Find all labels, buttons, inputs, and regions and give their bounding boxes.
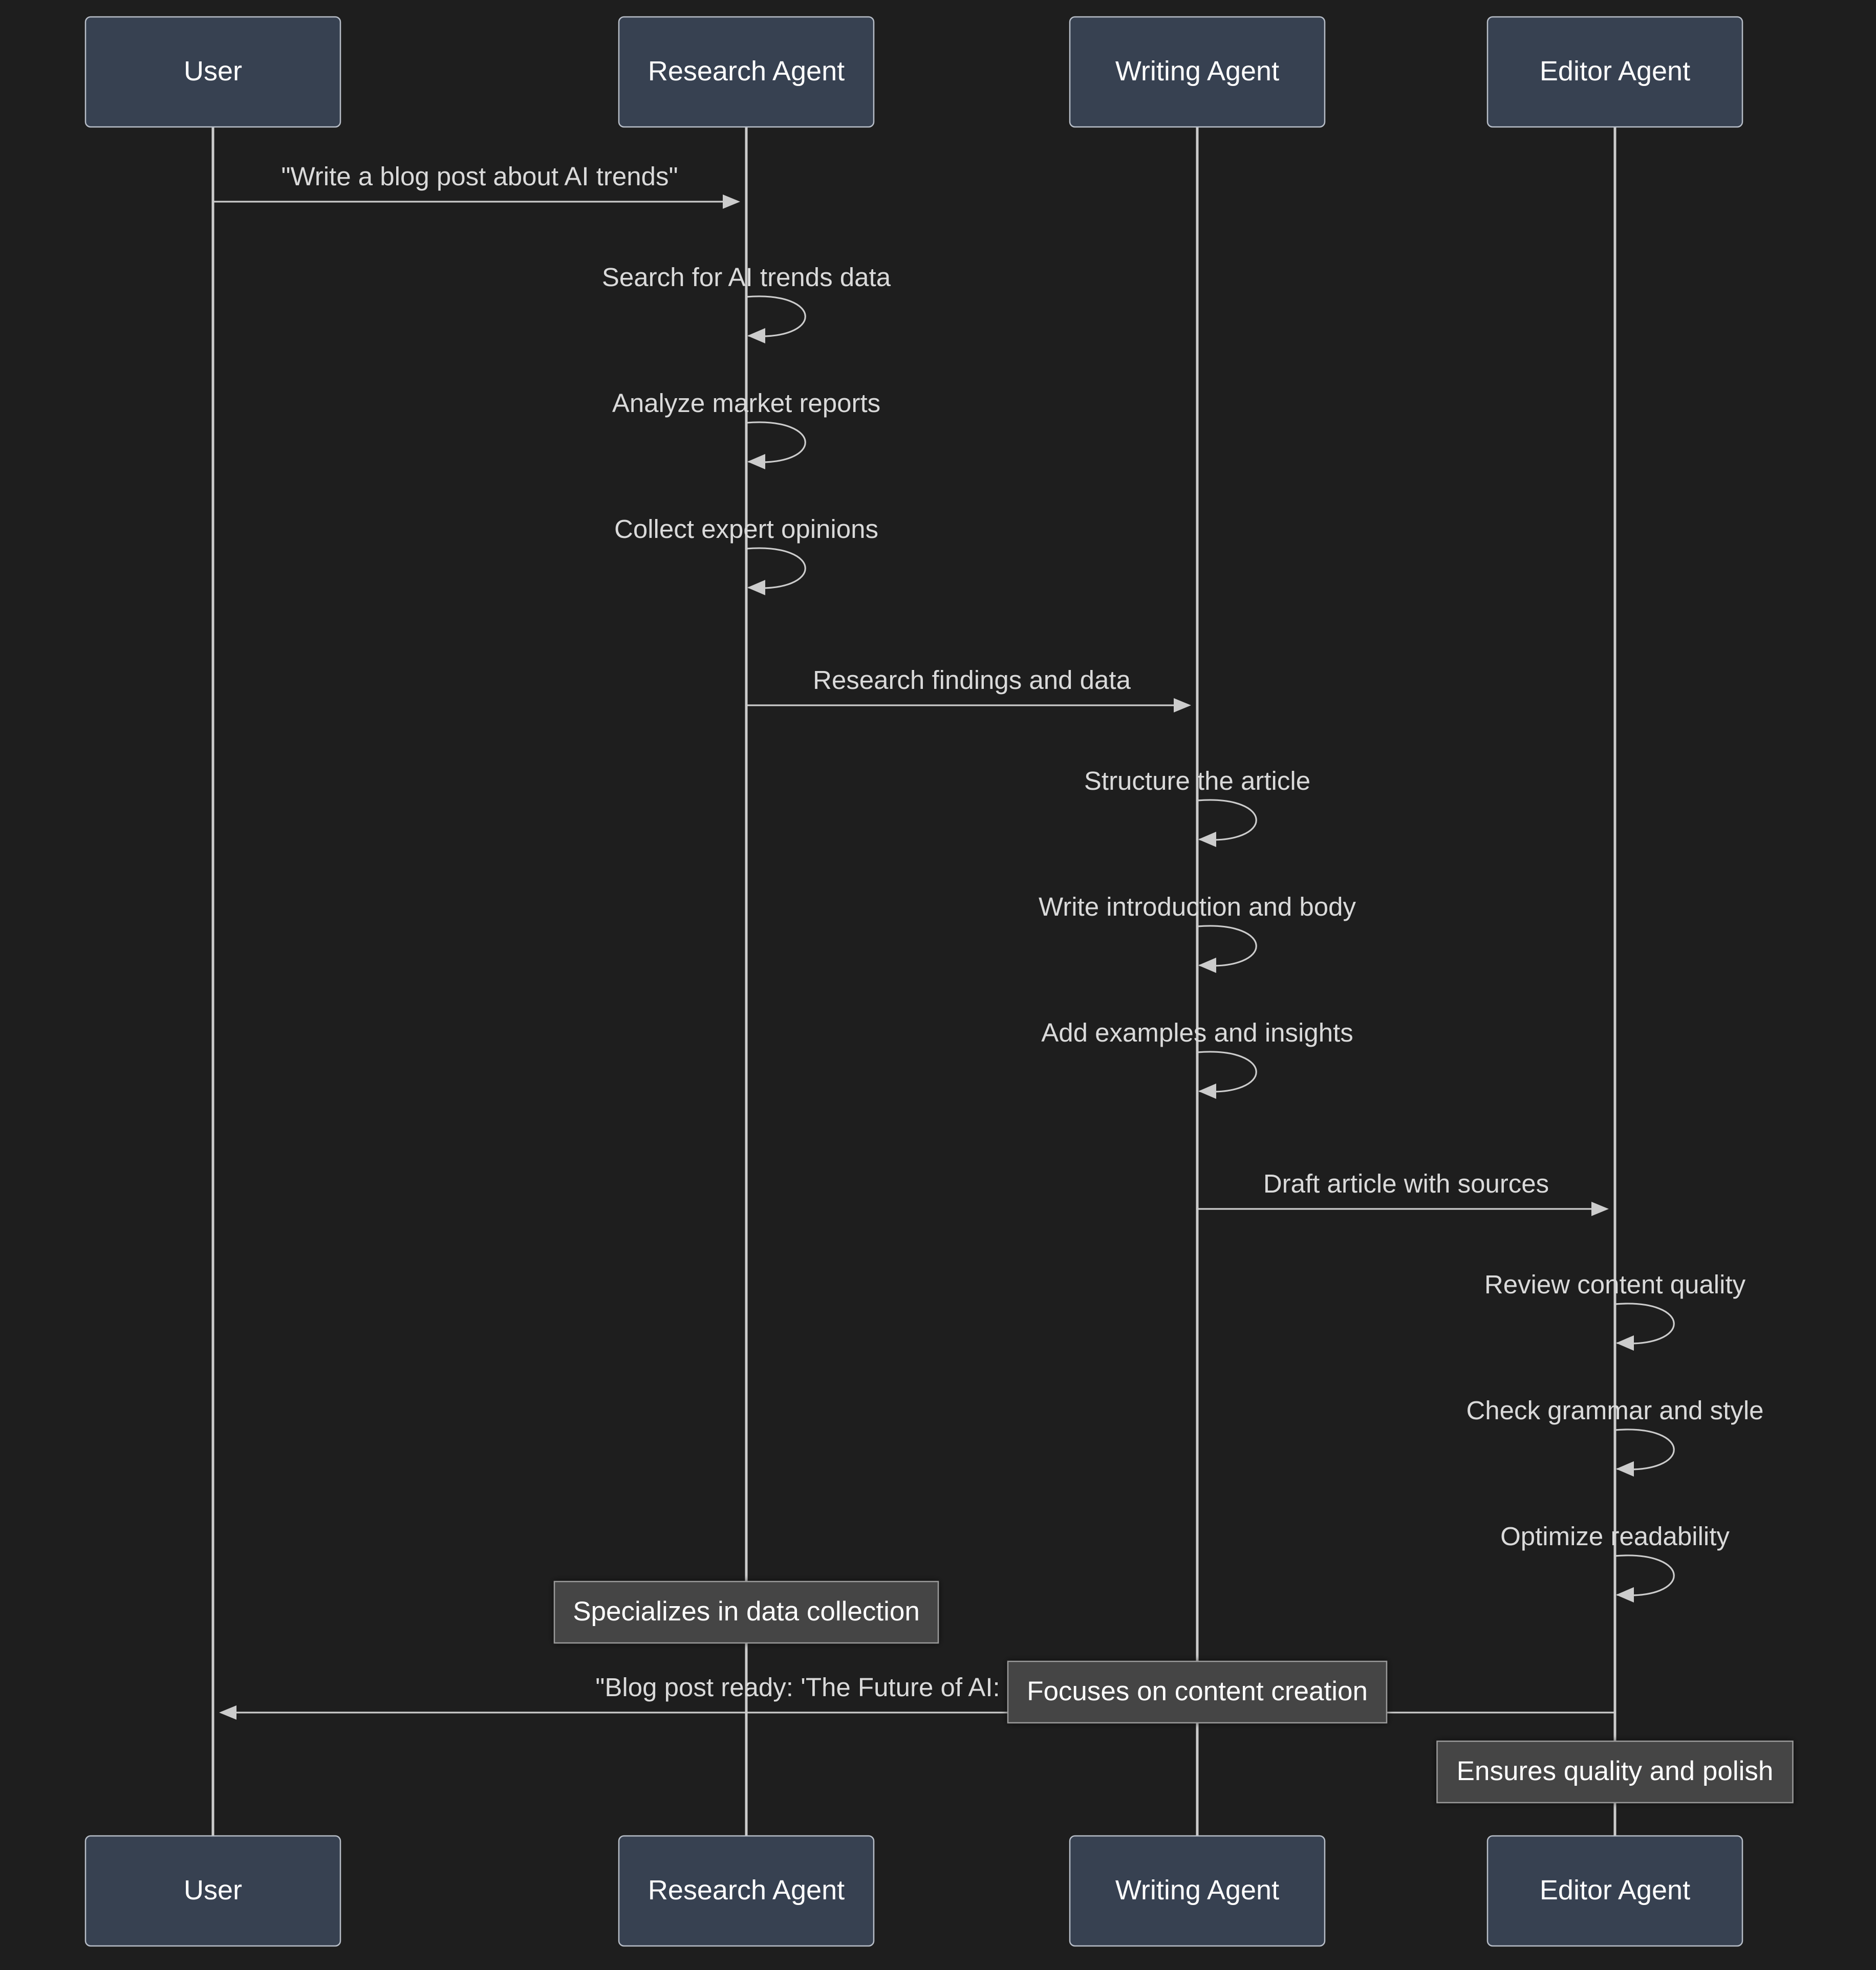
lifelines [211,127,1616,1836]
actor-editor-top: Editor Agent [1486,16,1743,128]
message: Check grammar and style [1466,1396,1764,1477]
arrowhead [1616,1587,1634,1603]
message: Structure the article [1084,766,1310,847]
message: Draft article with sources [1197,1169,1609,1216]
message: Review content quality [1484,1270,1746,1351]
message-label: Optimize readability [1500,1522,1730,1551]
arrowhead [747,328,765,343]
actor-writing-top: Writing Agent [1069,16,1326,128]
message: "Write a blog post about AI trends" [213,162,740,209]
actor-box [1069,16,1326,128]
actor-writing-bottom: Writing Agent [1069,1835,1326,1947]
message: Analyze market reports [612,388,880,469]
arrowhead [219,1705,236,1720]
note-label: Focuses on content creation [1027,1676,1368,1706]
actor-label: User [184,56,242,86]
arrowhead [1198,832,1216,847]
self-loop-line [746,295,806,337]
message-label: Collect expert opinions [614,514,878,544]
message-label: Draft article with sources [1263,1169,1549,1198]
actor-box [618,16,875,128]
actor-box [618,1835,875,1947]
actors-top: User Research Agent Writing Agent Editor Ag… [84,16,1743,128]
message-label: Add examples and insights [1041,1018,1353,1047]
arrowhead [1616,1461,1634,1477]
message-label: Research findings and data [813,665,1131,695]
actor-box [1069,1835,1326,1947]
actor-label: Research Agent [648,56,845,86]
message: "Blog post ready: 'The Future of AI: 5 T… [219,1673,1615,1720]
actor-box [84,16,341,128]
arrowhead [1198,1084,1216,1099]
actor-user-top: User [84,16,341,128]
self-loop-line [1614,1303,1675,1345]
message: Add examples and insights [1041,1018,1353,1099]
note-box [553,1581,939,1644]
arrowhead [1616,1335,1634,1351]
message: Optimize readability [1500,1522,1730,1603]
actor-label: Writing Agent [1115,1875,1279,1906]
actor-research-top: Research Agent [618,16,875,128]
message-label: Structure the article [1084,766,1310,795]
self-loop-line [1197,925,1257,967]
actor-label: User [184,1875,242,1906]
arrowhead [1591,1202,1609,1216]
self-loop-line [1614,1428,1675,1470]
messages: "Write a blog post about AI trends" Searc… [213,162,1764,1720]
actor-box [1486,1835,1743,1947]
note-writing: Focuses on content creation [1007,1660,1388,1724]
message-label: Check grammar and style [1466,1396,1763,1425]
actor-label: Editor Agent [1540,1875,1690,1906]
message: Write introduction and body [1039,892,1356,973]
arrowhead [747,454,765,469]
arrowhead [747,580,765,595]
self-loop-line [746,547,806,589]
message-label: Search for AI trends data [602,263,891,292]
actor-label: Writing Agent [1115,56,1279,86]
actor-label: Research Agent [648,1875,845,1906]
actors-bottom: User Research Agent Writing Agent Editor Ag… [84,1835,1743,1947]
note-box [1436,1740,1794,1804]
message: Collect expert opinions [614,514,878,595]
note-editor: Ensures quality and polish [1436,1740,1794,1804]
arrowhead [1198,958,1216,973]
message-label: "Write a blog post about AI trends" [281,162,678,191]
self-loop-line [1197,1051,1257,1093]
message-label: Review content quality [1484,1270,1746,1299]
self-loop-line [1614,1554,1675,1596]
message: Research findings and data [746,665,1191,712]
self-loop-line [746,421,806,463]
actor-user-bottom: User [84,1835,341,1947]
note-label: Ensures quality and polish [1457,1756,1774,1786]
message-label: Write introduction and body [1039,892,1356,921]
actor-box [1486,16,1743,128]
actor-research-bottom: Research Agent [618,1835,875,1947]
arrowhead [1174,698,1191,712]
actor-editor-bottom: Editor Agent [1486,1835,1743,1947]
note-research: Specializes in data collection [553,1581,939,1644]
note-label: Specializes in data collection [573,1596,920,1627]
arrowhead [723,194,740,209]
message-label: Analyze market reports [612,388,880,418]
message: Search for AI trends data [602,263,891,343]
note-box [1007,1660,1388,1724]
self-loop-line [1197,799,1257,841]
actor-label: Editor Agent [1540,56,1690,86]
actor-box [84,1835,341,1947]
